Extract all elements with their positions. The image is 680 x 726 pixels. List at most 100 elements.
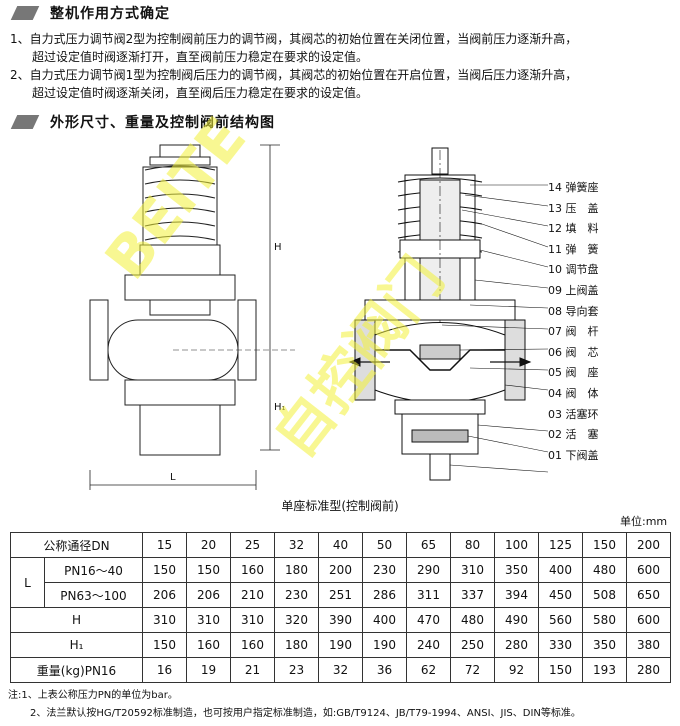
value-cell: 394 (494, 582, 539, 608)
value-cell: 62 (406, 657, 451, 683)
value-cell: 230 (362, 557, 407, 583)
part-label: 06 阀 芯 (548, 345, 599, 359)
external-view-drawing (89, 144, 295, 490)
dn-value-cell: 50 (362, 532, 407, 558)
unit-label: 单位:mm (620, 515, 668, 528)
value-cell: 311 (406, 582, 451, 608)
value-cell: 400 (538, 557, 583, 583)
part-label: 10 调节盘 (548, 263, 599, 277)
value-cell: 310 (142, 607, 187, 633)
value-cell: 160 (230, 632, 275, 658)
dn-value-cell: 100 (494, 532, 539, 558)
value-cell: 190 (318, 632, 363, 658)
value-cell: 310 (450, 557, 495, 583)
value-cell: 160 (186, 632, 231, 658)
section-title-dimensions: 外形尺寸、重量及控制阀前结构图 (8, 112, 275, 132)
value-cell: 600 (626, 607, 671, 633)
value-cell: 36 (362, 657, 407, 683)
dim-l-label: L (170, 472, 176, 483)
value-cell: 337 (450, 582, 495, 608)
value-cell: 23 (274, 657, 319, 683)
value-cell: 160 (230, 557, 275, 583)
value-cell: 21 (230, 657, 275, 683)
value-cell: 150 (142, 632, 187, 658)
value-cell: 206 (186, 582, 231, 608)
value-cell: 250 (450, 632, 495, 658)
value-cell: 180 (274, 632, 319, 658)
part-label: 12 填 料 (548, 222, 599, 236)
value-cell: 210 (230, 582, 275, 608)
value-cell: 150 (538, 657, 583, 683)
value-cell: 190 (362, 632, 407, 658)
note-2: 2、法兰默认按HG/T20592标准制造，也可按用户指定标准制造，如:GB/T9… (30, 708, 581, 719)
part-label: 13 压 盖 (548, 201, 599, 215)
valve-drawings: H H₁ L (89, 144, 549, 490)
dn-value-cell: 65 (406, 532, 451, 558)
part-label: 11 弹 簧 (548, 242, 599, 256)
dim-h-label: H (274, 242, 282, 253)
value-cell: 72 (450, 657, 495, 683)
dn-value-cell: 15 (142, 532, 187, 558)
dn-header-cell: 公称通径DN (10, 532, 143, 558)
part-label: 01 下阀盖 (548, 448, 599, 462)
part-label: 03 活塞环 (548, 407, 599, 421)
value-cell: 206 (142, 582, 187, 608)
part-label: 02 活 塞 (548, 428, 599, 442)
value-cell: 200 (318, 557, 363, 583)
value-cell: 150 (142, 557, 187, 583)
value-cell: 251 (318, 582, 363, 608)
value-cell: 330 (538, 632, 583, 658)
value-cell: 290 (406, 557, 451, 583)
dn-value-cell: 200 (626, 532, 671, 558)
value-cell: 480 (450, 607, 495, 633)
dn-value-cell: 32 (274, 532, 319, 558)
value-cell: 380 (626, 632, 671, 658)
row-label-cell: H₁ (10, 632, 143, 658)
part-label: 04 阀 体 (548, 386, 599, 400)
section-title-text: 外形尺寸、重量及控制阀前结构图 (50, 115, 275, 131)
value-cell: 193 (582, 657, 627, 683)
operation-item-1: 1、自力式压力调节阀2型为控制阀前压力的调节阀，其阀芯的初始位置在关闭位置，当阀… (10, 30, 674, 66)
value-cell: 280 (494, 632, 539, 658)
dn-value-cell: 80 (450, 532, 495, 558)
drawing-caption: 单座标准型(控制阀前) (281, 499, 399, 513)
dim-h1-label: H₁ (274, 402, 286, 413)
part-label: 05 阀 座 (548, 366, 599, 380)
section-title-text: 整机作用方式确定 (50, 6, 170, 22)
dn-value-cell: 40 (318, 532, 363, 558)
item1-line1: 1、自力式压力调节阀2型为控制阀前压力的调节阀，其阀芯的初始位置在关闭位置，当阀… (10, 32, 578, 46)
section-marker-icon (10, 6, 40, 20)
value-cell: 320 (274, 607, 319, 633)
part-label: 09 上阀盖 (548, 283, 599, 297)
value-cell: 16 (142, 657, 187, 683)
value-cell: 150 (186, 557, 231, 583)
dn-value-cell: 20 (186, 532, 231, 558)
value-cell: 480 (582, 557, 627, 583)
operation-item-2: 2、自力式压力调节阀1型为控制阀后压力的调节阀，其阀芯的初始位置在开启位置，当阀… (10, 66, 674, 102)
value-cell: 230 (274, 582, 319, 608)
value-cell: 180 (274, 557, 319, 583)
row-label-cell: PN63～100 (44, 582, 143, 608)
value-cell: 650 (626, 582, 671, 608)
row-label-cell: H (10, 607, 143, 633)
value-cell: 600 (626, 557, 671, 583)
value-cell: 560 (538, 607, 583, 633)
dn-value-cell: 150 (582, 532, 627, 558)
part-label: 07 阀 杆 (548, 325, 599, 339)
section-title-operation: 整机作用方式确定 (8, 3, 170, 23)
item1-line2: 超过设定值时阀逐渐打开，直至阀前压力稳定在要求的设定值。 (32, 50, 369, 64)
value-cell: 32 (318, 657, 363, 683)
value-cell: 240 (406, 632, 451, 658)
value-cell: 350 (582, 632, 627, 658)
value-cell: 310 (186, 607, 231, 633)
value-cell: 19 (186, 657, 231, 683)
value-cell: 490 (494, 607, 539, 633)
item2-line2: 超过设定值时阀逐渐关闭，直至阀后压力稳定在要求的设定值。 (32, 86, 369, 100)
